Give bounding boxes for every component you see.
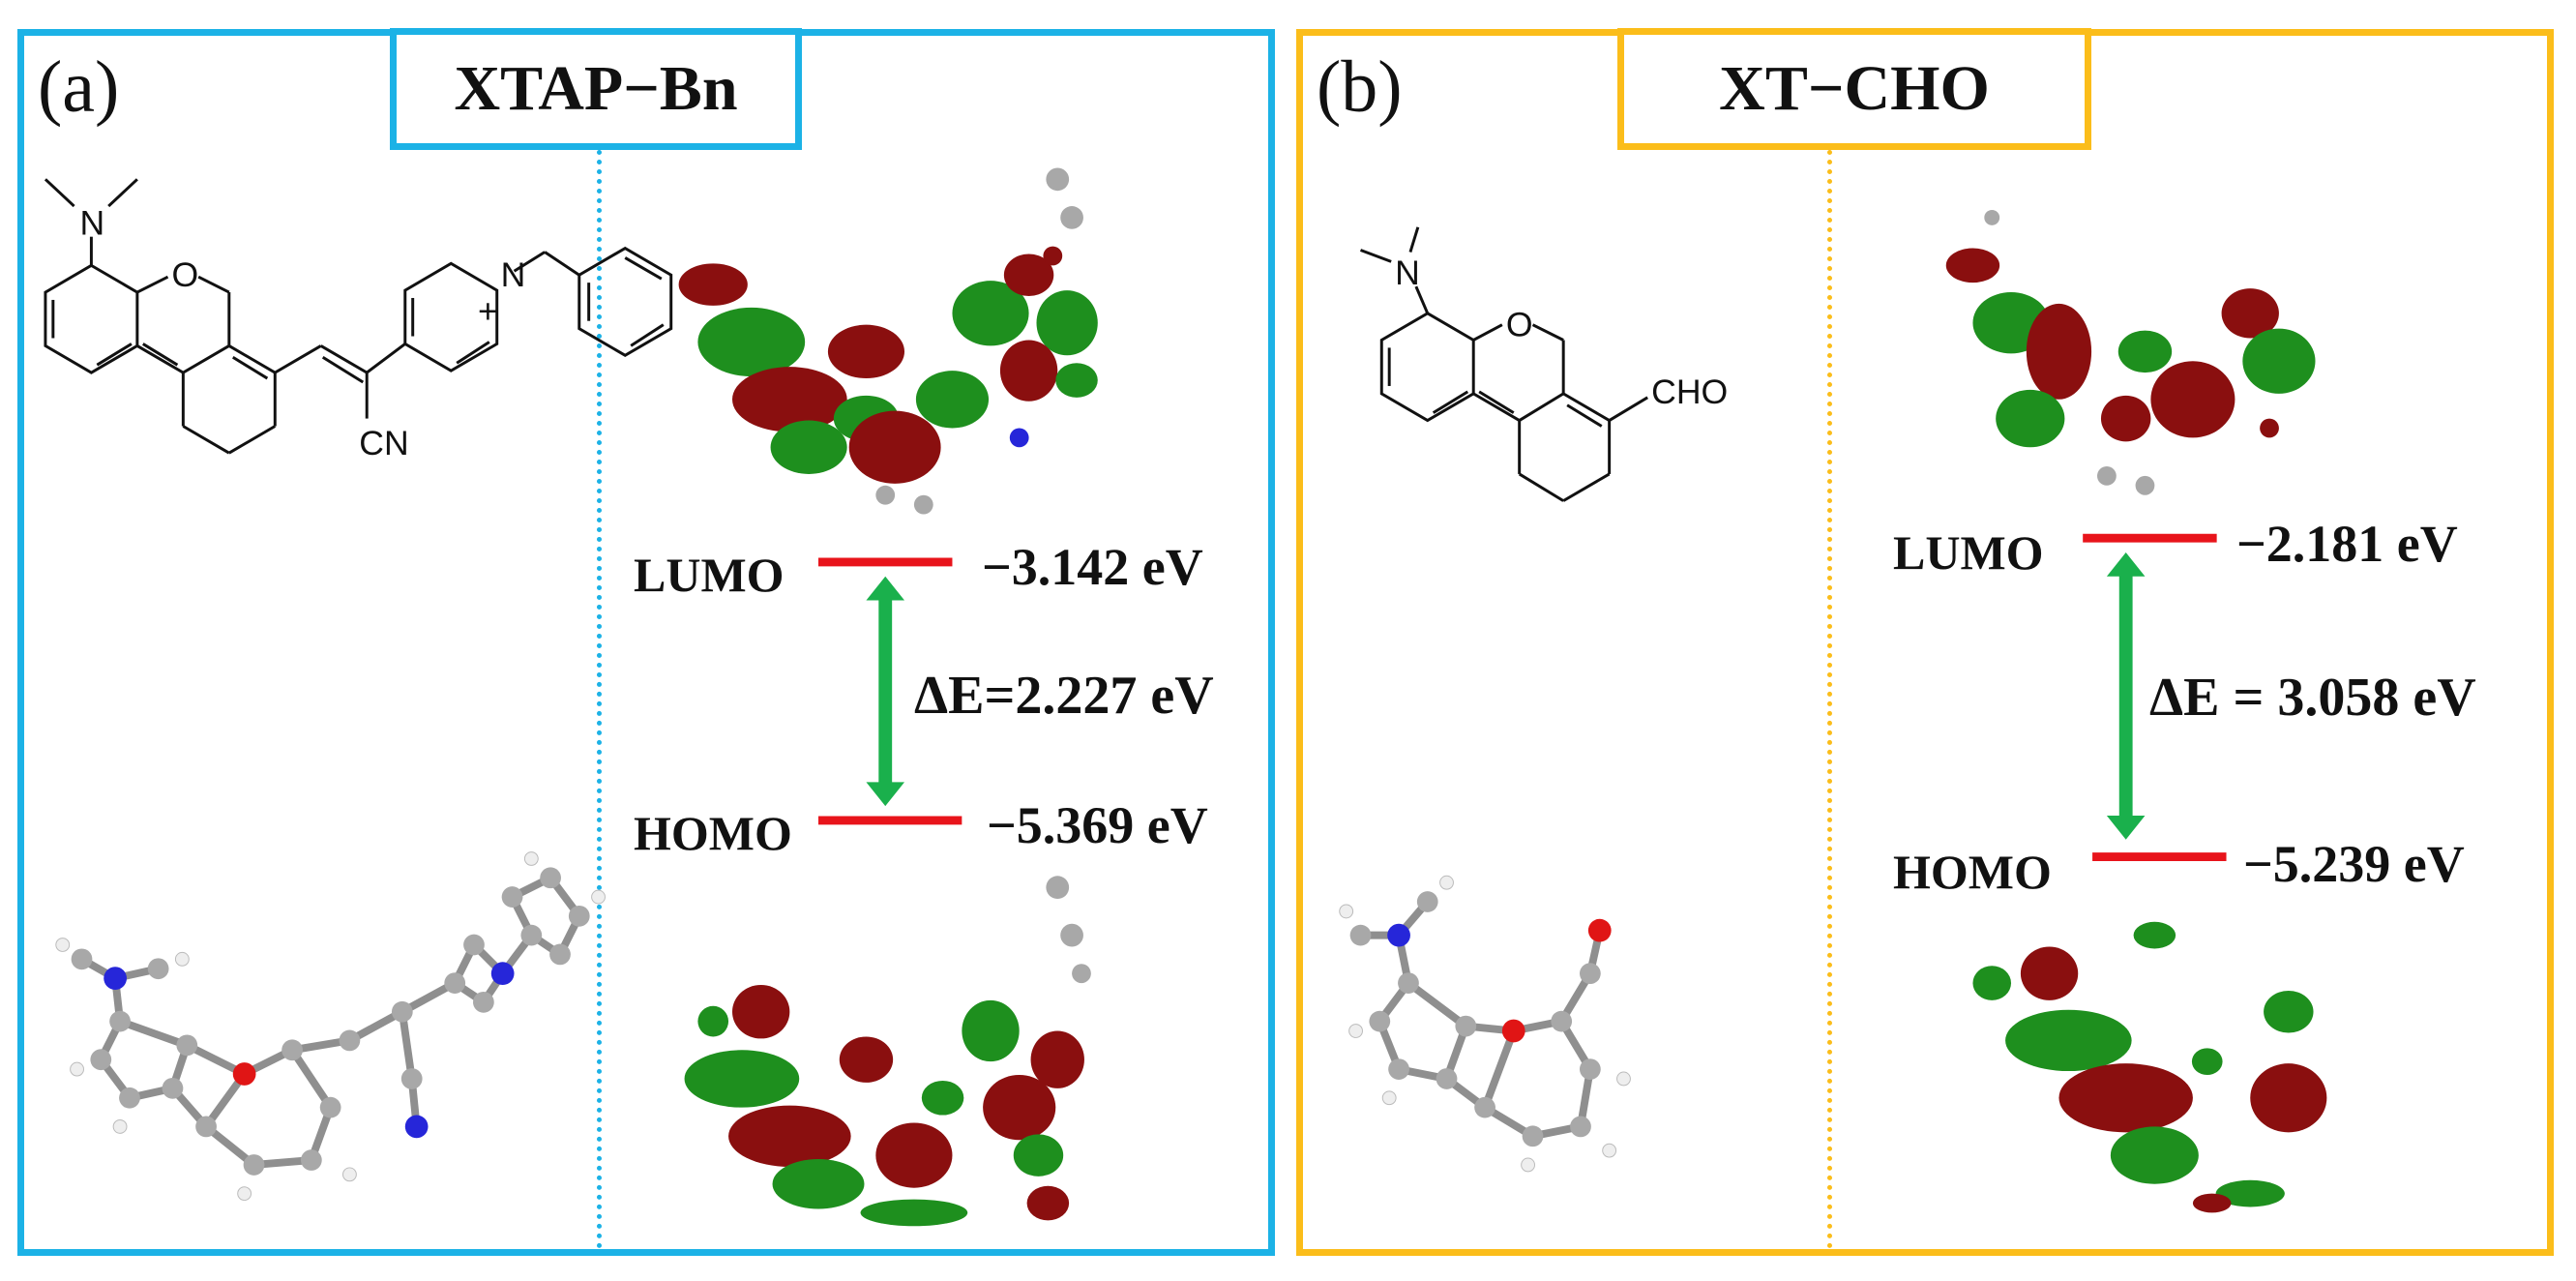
homo-label: HOMO: [1893, 845, 2052, 899]
aldehyde-label: CHO: [1651, 372, 1728, 411]
xtap-bn-atoms: [55, 851, 606, 1202]
panel-title: XTAP−Bn: [390, 28, 802, 150]
lumo-label: LUMO: [634, 548, 785, 602]
homo-energy: −5.239 eV: [2243, 835, 2465, 893]
panel-a-artwork: N O N + CN: [44, 167, 1098, 1227]
xt-cho-structure-drawing: [1359, 226, 1648, 502]
oxygen-label: O: [1506, 306, 1533, 344]
amine-n-label: N: [80, 204, 105, 243]
xt-cho-lumo-orbital: [1945, 209, 2316, 495]
panel-letter: (b): [1317, 46, 1403, 128]
panel-a: (a) XTAP−Bn: [17, 28, 1275, 1256]
panel-divider: [1827, 150, 1832, 1249]
energy-gap: ΔE = 3.058 eV: [2149, 668, 2476, 728]
amine-n-label: N: [1395, 253, 1420, 292]
panel-b: (b) XT−CHO N O CHO: [1296, 28, 2554, 1256]
panel-title-text: XTAP−Bn: [454, 53, 738, 124]
xtap-bn-structure-drawing: [44, 178, 673, 455]
energy-gap: ΔE=2.227 eV: [914, 666, 1214, 726]
panel-letter: (a): [38, 46, 120, 128]
xt-cho-homo-orbital: [1972, 921, 2327, 1213]
homo-energy: −5.369 eV: [987, 796, 1208, 854]
xt-cho-atoms: [1339, 875, 1631, 1173]
homo-label: HOMO: [634, 806, 792, 860]
gap-arrow: [2106, 552, 2146, 840]
gap-arrow: [866, 576, 905, 807]
pyridinium-n-label: N: [501, 255, 526, 294]
panel-divider: [597, 150, 602, 1249]
panel-title: XT−CHO: [1617, 28, 2091, 150]
oxygen-label: O: [171, 255, 198, 294]
panel-b-artwork: N O CHO: [1339, 209, 2327, 1213]
xtap-bn-3d-model: [79, 874, 583, 1169]
lumo-label: LUMO: [1893, 525, 2044, 580]
xtap-bn-homo-orbital: [684, 876, 1091, 1227]
nitrile-label: CN: [359, 424, 408, 462]
lumo-energy: −3.142 eV: [982, 538, 1203, 596]
lumo-energy: −2.181 eV: [2236, 515, 2458, 573]
xtap-bn-lumo-orbital: [678, 167, 1098, 515]
panel-title-text: XT−CHO: [1719, 53, 1990, 124]
charge-label: +: [478, 292, 498, 331]
